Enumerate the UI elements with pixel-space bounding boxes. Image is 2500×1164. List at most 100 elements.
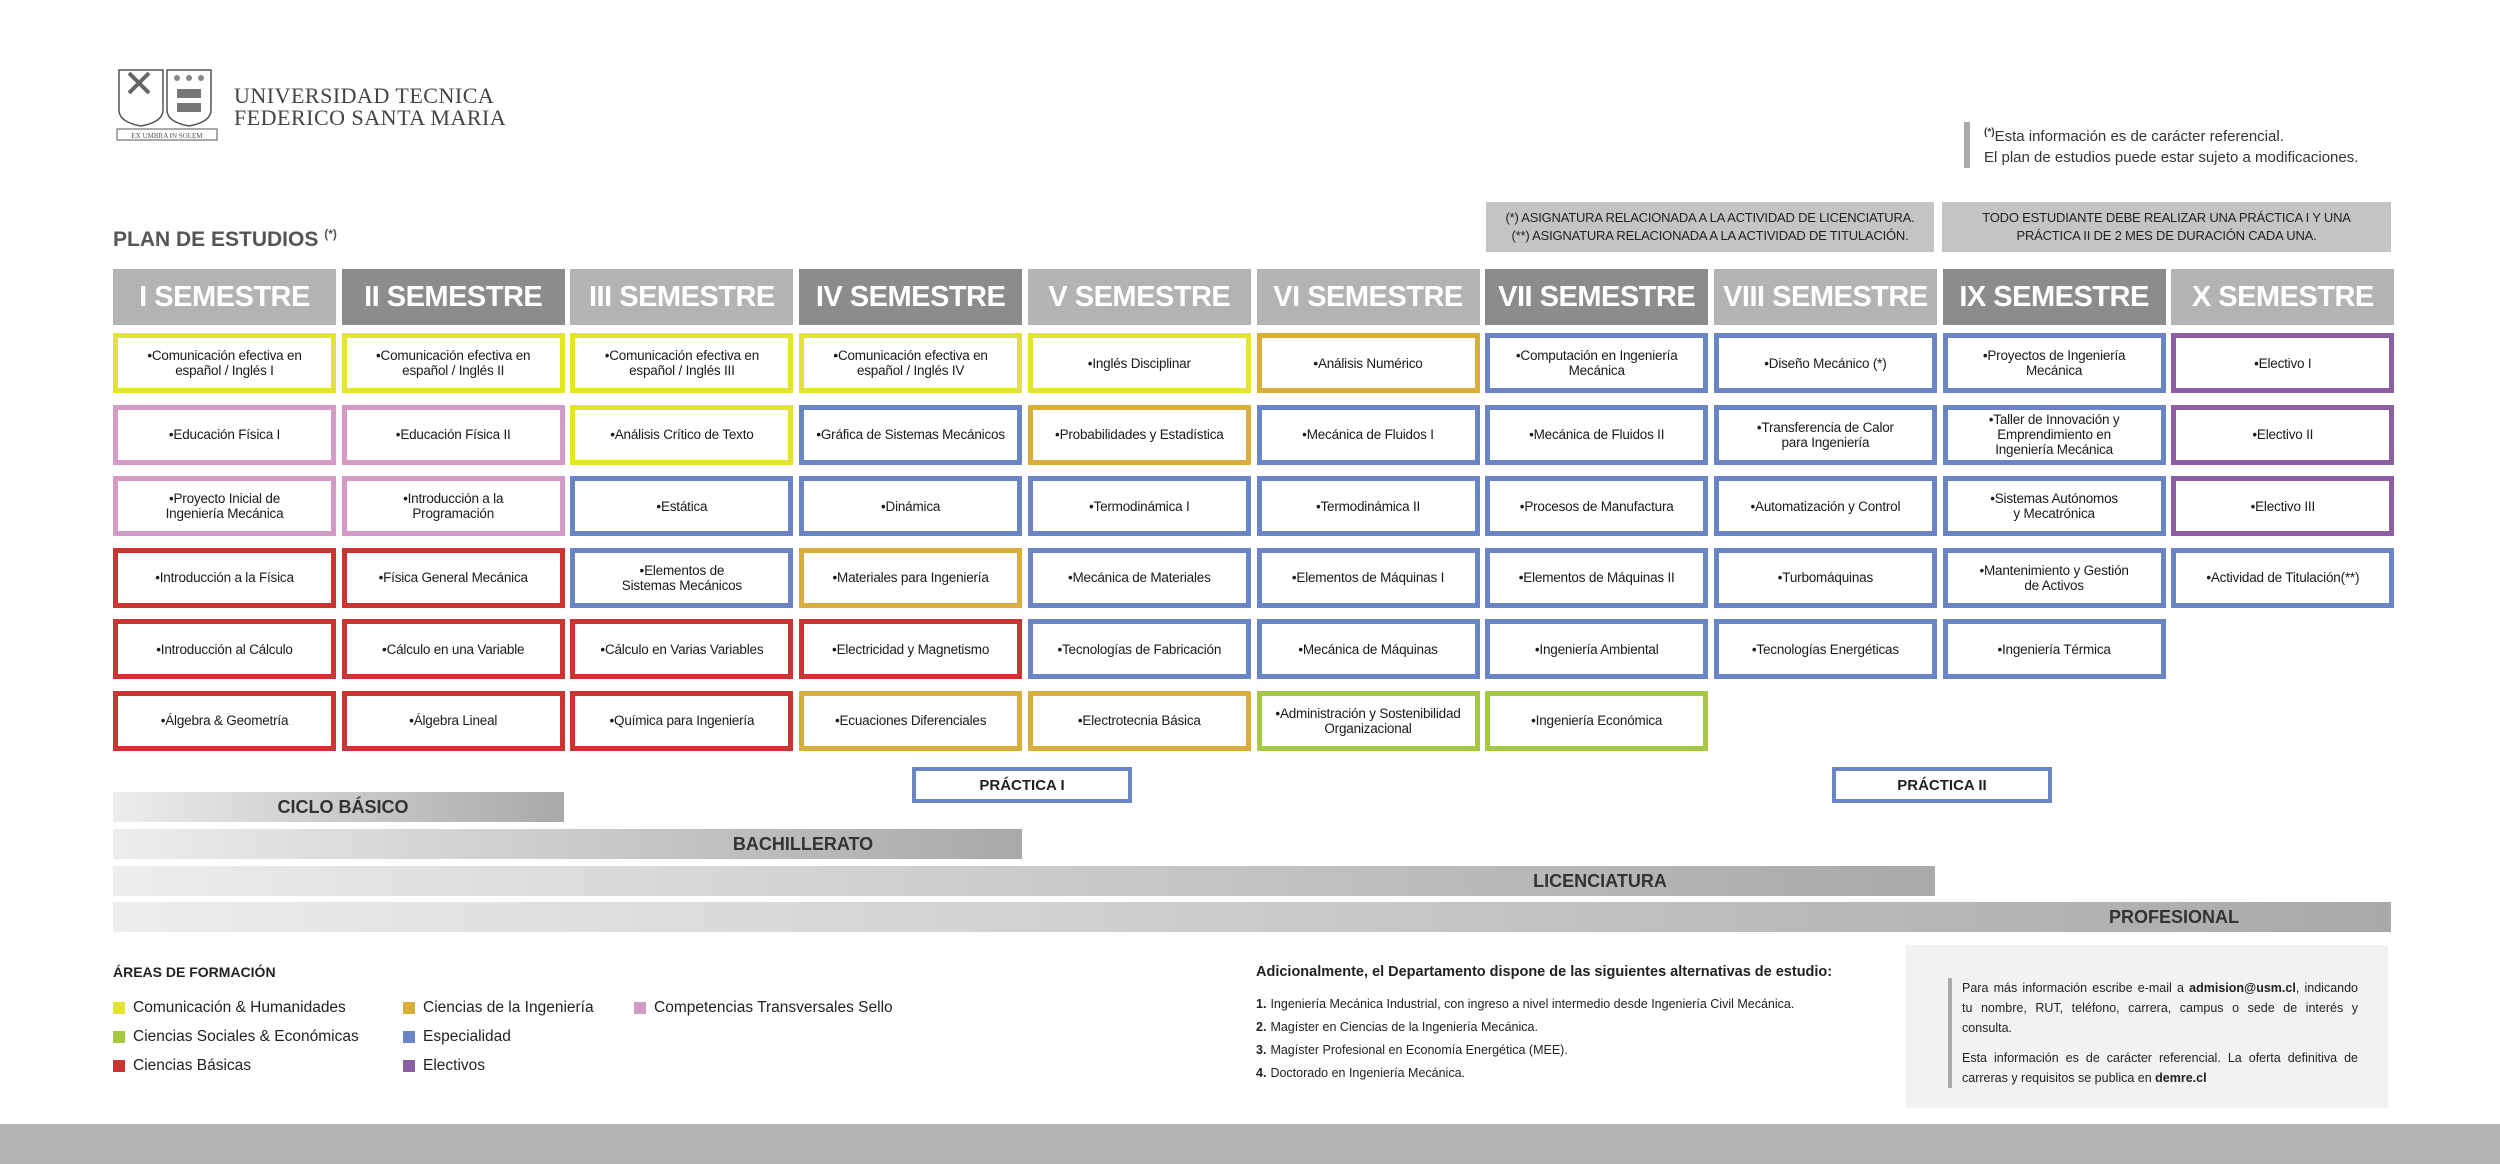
course-box: Proyecto Inicial de Ingeniería Mecánica — [113, 476, 336, 536]
course-name: Diseño Mecánico (*) — [1764, 356, 1887, 371]
course-name: Cálculo en una Variable — [382, 642, 525, 657]
course-box: Ingeniería Económica — [1485, 690, 1709, 751]
course-name: Electrotecnia Básica — [1078, 713, 1201, 728]
course-box: Análisis Numérico — [1256, 333, 1480, 393]
course-name: Transferencia de Calor para Ingeniería — [1757, 420, 1894, 450]
course-box: Comunicación efectiva en español / Inglé… — [341, 333, 565, 393]
course-box: Comunicación efectiva en español / Inglé… — [113, 333, 336, 393]
semester-header: V SEMESTRE — [1027, 269, 1251, 325]
course-name: Procesos de Manufactura — [1520, 499, 1673, 514]
semester-header: X SEMESTRE — [2171, 269, 2395, 325]
course-box: Electrotecnia Básica — [1027, 690, 1251, 751]
info-text-2: , indicando tu nombre, RUT, teléfono, ca… — [1962, 981, 2359, 1035]
cycle-label: CICLO BÁSICO — [277, 797, 409, 817]
university-name-line2: FEDERICO SANTA MARIA — [234, 105, 507, 130]
course-box: Cálculo en Varias Variables — [570, 619, 794, 679]
page-title-mark: (*) — [324, 227, 337, 241]
course-name: Mecánica de Fluidos I — [1302, 427, 1434, 442]
course-name: Taller de Innovación y Emprendimiento en… — [1989, 412, 2119, 457]
cycle-bar-profesional: PROFESIONAL — [113, 902, 2391, 932]
course-name: Administración y Sostenibilidad Organiza… — [1275, 706, 1461, 736]
course-box: Estática — [570, 476, 794, 536]
course-name: Automatización y Control — [1750, 499, 1900, 514]
course-name: Álgebra & Geometría — [161, 713, 288, 728]
course-box: Transferencia de Calor para Ingeniería — [1713, 404, 1937, 465]
item-number: 4. — [1256, 1066, 1267, 1080]
footer-bar — [0, 1124, 2500, 1164]
legend-label: Comunicación & Humanidades — [133, 999, 346, 1016]
website-link[interactable]: demre.cl — [2155, 1071, 2207, 1085]
item-text: Magíster en Ciencias de la Ingeniería Me… — [1270, 1020, 1538, 1034]
course-box: Álgebra Lineal — [341, 690, 565, 751]
page-title-text: PLAN DE ESTUDIOS — [113, 228, 319, 251]
note-line2: El plan de estudios puede estar sujeto a… — [1984, 149, 2359, 166]
course-box: Comunicación efectiva en español / Inglé… — [799, 333, 1023, 393]
course-name: Inglés Disciplinar — [1088, 356, 1191, 371]
legend-item: Competencias Transversales Sello — [634, 999, 893, 1017]
course-name: Turbomáquinas — [1778, 570, 1873, 585]
course-name: Termodinámica I — [1089, 499, 1190, 514]
course-name: Computación en Ingeniería Mecánica — [1516, 348, 1677, 378]
course-name: Análisis Numérico — [1313, 356, 1423, 371]
legend-item: Comunicación & Humanidades — [113, 999, 346, 1017]
info-text-3: Esta información es de carácter referenc… — [1962, 1051, 2358, 1085]
course-name: Actividad de Titulación(**) — [2206, 570, 2360, 585]
item-number: 1. — [1256, 997, 1267, 1011]
course-box: Tecnologías Energéticas — [1713, 619, 1937, 679]
item-text: Ingeniería Mecánica Industrial, con ingr… — [1270, 997, 1795, 1011]
semester-header: IV SEMESTRE — [799, 269, 1023, 325]
note-mark: (*) — [1984, 127, 1995, 138]
semester-header: II SEMESTRE — [341, 269, 565, 325]
course-name: Electivo I — [2254, 356, 2312, 371]
course-name: Comunicación efectiva en español / Inglé… — [605, 348, 759, 378]
item-text: Doctorado en Ingeniería Mecánica. — [1270, 1066, 1465, 1080]
cycle-bar-bachillerato: BACHILLERATO — [113, 829, 1022, 859]
study-alternative: 3.Magíster Profesional en Economía Energ… — [1256, 1043, 1568, 1057]
course-box: Elementos de Sistemas Mecánicos — [570, 547, 794, 608]
course-box: Elementos de Máquinas II — [1485, 547, 1709, 608]
course-name: Comunicación efectiva en español / Inglé… — [376, 348, 531, 378]
course-box: Mecánica de Máquinas — [1256, 619, 1480, 679]
legend-item: Ciencias de la Ingeniería — [403, 999, 594, 1017]
course-box: Elementos de Máquinas I — [1256, 547, 1480, 608]
course-name: Mecánica de Fluidos II — [1529, 427, 1665, 442]
course-name: Materiales para Ingeniería — [833, 570, 989, 585]
course-box: Introducción a la Programación — [341, 476, 565, 536]
logo-motto: EX UMBRA IN SOLEM — [132, 132, 204, 140]
cycle-label: BACHILLERATO — [732, 834, 874, 854]
course-name: Comunicación efectiva en español / Inglé… — [833, 348, 988, 378]
legend-item: Ciencias Básicas — [113, 1057, 251, 1075]
course-box: Mecánica de Fluidos II — [1485, 404, 1709, 465]
course-box: Taller de Innovación y Emprendimiento en… — [1942, 404, 2166, 465]
practica-1: PRÁCTICA I — [912, 767, 1132, 803]
semester-header: I SEMESTRE — [113, 269, 336, 325]
course-box: Electricidad y Magnetismo — [799, 619, 1023, 679]
study-alternative: 1.Ingeniería Mecánica Industrial, con in… — [1256, 997, 1794, 1011]
course-box: Computación en Ingeniería Mecánica — [1485, 333, 1709, 393]
legend-item: Especialidad — [403, 1028, 511, 1046]
course-name: Proyecto Inicial de Ingeniería Mecánica — [166, 491, 284, 521]
course-box: Mantenimiento y Gestión de Activos — [1942, 547, 2166, 608]
course-box: Introducción al Cálculo — [113, 619, 336, 679]
legend-swatch — [113, 1031, 125, 1043]
semester-header: VIII SEMESTRE — [1713, 269, 1937, 325]
study-alternative: 4.Doctorado en Ingeniería Mecánica. — [1256, 1066, 1465, 1080]
legend-label: Competencias Transversales Sello — [654, 999, 893, 1016]
legend-swatch — [113, 1002, 125, 1014]
course-box: Análisis Crítico de Texto — [570, 404, 794, 465]
course-box: Cálculo en una Variable — [341, 619, 565, 679]
course-name: Tecnologías de Fabricación — [1057, 642, 1221, 657]
course-box: Mecánica de Fluidos I — [1256, 404, 1480, 465]
course-box: Ingeniería Ambiental — [1485, 619, 1709, 679]
info-text-1: Para más información escribe e-mail a — [1962, 981, 2190, 995]
legend-swatch — [403, 1002, 415, 1014]
course-box: Electivo I — [2171, 333, 2395, 393]
course-box: Tecnologías de Fabricación — [1027, 619, 1251, 679]
course-name: Estática — [656, 499, 708, 514]
course-name: Termodinámica II — [1316, 499, 1420, 514]
page-title: PLAN DE ESTUDIOS (*) — [113, 227, 337, 252]
course-name: Cálculo en Varias Variables — [600, 642, 764, 657]
email-link[interactable]: admision@usm.cl — [2189, 981, 2296, 995]
cycle-bar-licenciatura: LICENCIATURA — [113, 866, 1935, 896]
course-box: Turbomáquinas — [1713, 547, 1937, 608]
